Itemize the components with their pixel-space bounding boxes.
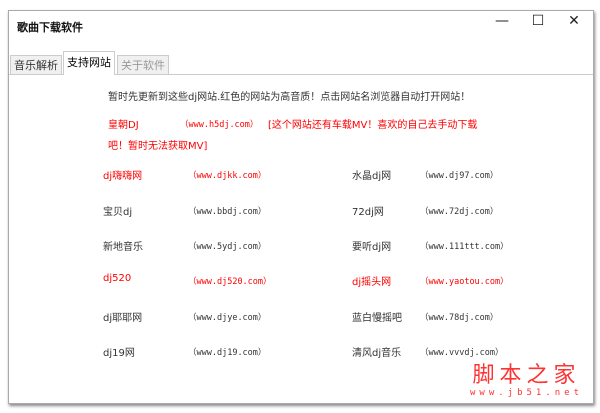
site-url: （www.djye.com） bbox=[188, 313, 267, 323]
site-name-link[interactable]: dj19网 bbox=[103, 348, 135, 359]
close-button[interactable]: ✕ bbox=[568, 13, 580, 29]
tab-music-parse[interactable]: 音乐解析 bbox=[10, 55, 62, 74]
maximize-button[interactable]: ☐ bbox=[531, 13, 545, 29]
tab-bar: 音乐解析 支持网站 关于软件 bbox=[9, 51, 593, 75]
featured-note-cont: 吧！暂时无法获取MV] bbox=[108, 141, 208, 152]
site-url: （www.5ydj.com） bbox=[188, 242, 267, 252]
app-window: 歌曲下载软件 — ☐ ✕ 音乐解析 支持网站 关于软件 bbox=[8, 10, 594, 404]
site-name-link[interactable]: 蓝白慢摇吧 bbox=[352, 313, 402, 324]
minimize-button[interactable]: — bbox=[495, 13, 509, 29]
site-url: （www.78dj.com） bbox=[420, 313, 499, 323]
site-url: （www.111ttt.com） bbox=[420, 242, 509, 252]
site-url: （www.djkk.com） bbox=[188, 171, 267, 181]
site-name-link[interactable]: 72dj网 bbox=[352, 207, 384, 218]
watermark-logo: 脚本之家 www.jb51.net bbox=[470, 364, 583, 399]
tab-about[interactable]: 关于软件 bbox=[117, 55, 169, 74]
site-url: （www.dj520.com） bbox=[188, 277, 272, 287]
site-name-link[interactable]: dj嗨嗨网 bbox=[103, 171, 143, 182]
site-url-featured: （www.h5dj.com） bbox=[180, 120, 259, 130]
site-url: （www.vvvdj.com） bbox=[420, 348, 504, 358]
site-url: （www.bbdj.com） bbox=[188, 207, 267, 217]
featured-note: [这个网站还有车载MV！喜欢的自己去手动下载 bbox=[268, 120, 478, 131]
site-url: （www.dj97.com） bbox=[420, 171, 499, 181]
site-name-link[interactable]: 水晶dj网 bbox=[352, 171, 392, 182]
site-url: （www.yaotou.com） bbox=[420, 277, 509, 287]
watermark-line1: 脚本之家 bbox=[472, 363, 581, 388]
watermark-line2: www.jb51.net bbox=[470, 388, 584, 398]
site-name-link[interactable]: 宝贝dj bbox=[103, 207, 133, 218]
tab-supported-sites[interactable]: 支持网站 bbox=[63, 51, 115, 75]
site-url: （www.dj19.com） bbox=[188, 348, 267, 358]
site-name-link[interactable]: dj520 bbox=[103, 273, 132, 284]
site-name-link[interactable]: 清风dj音乐 bbox=[352, 348, 402, 359]
window-title: 歌曲下载软件 bbox=[17, 21, 83, 34]
site-name-link[interactable]: dj摇头网 bbox=[352, 277, 392, 288]
site-url: （www.72dj.com） bbox=[420, 207, 499, 217]
site-name-featured[interactable]: 皇朝DJ bbox=[108, 120, 139, 131]
intro-text: 暂时先更新到这些dj网站.红色的网站为高音质！点击网站名浏览器自动打开网站！ bbox=[108, 92, 471, 103]
site-name-link[interactable]: 新地音乐 bbox=[103, 242, 143, 253]
site-name-link[interactable]: 要听dj网 bbox=[352, 242, 392, 253]
site-name-link[interactable]: dj耶耶网 bbox=[103, 313, 143, 324]
